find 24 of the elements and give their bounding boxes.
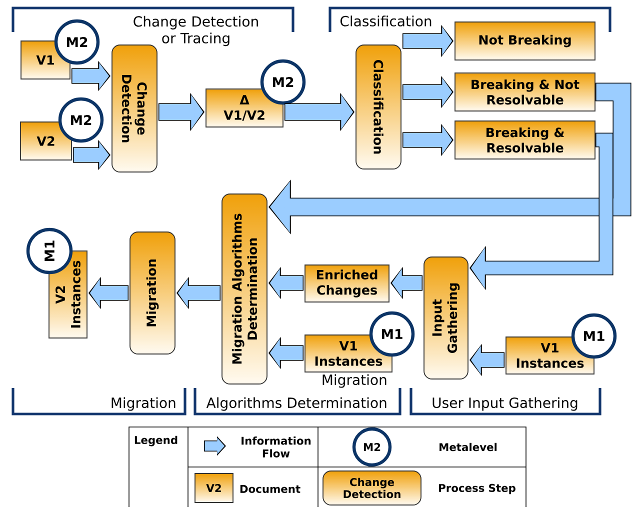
- legend-text: Information Flow: [242, 436, 311, 458]
- legend-text: Document: [240, 485, 300, 493]
- process-step-box: Change Detection: [112, 44, 158, 172]
- document-box: V2: [20, 122, 72, 160]
- document-box: V2: [194, 473, 234, 503]
- document-box: Enriched Changes: [304, 264, 390, 302]
- legend-text: Metalevel: [440, 442, 497, 452]
- document-box: Breaking & Not Resolvable: [454, 72, 596, 112]
- legend-text: Process Step: [439, 484, 516, 494]
- phase-label: Migration: [322, 374, 386, 388]
- phase-label: Migration: [112, 397, 176, 411]
- process-step-box: Input Gathering: [424, 256, 468, 380]
- phase-label: Algorithms Determination: [206, 397, 386, 411]
- process-step-box: Migration: [130, 232, 176, 354]
- phase-label: Classification: [340, 16, 432, 26]
- document-box: Δ V1/V2: [206, 88, 284, 128]
- process-step-box: Migration Algorithms Determination: [222, 194, 268, 384]
- phase-label: User Input Gathering: [432, 397, 578, 411]
- process-step-box: Classification: [356, 44, 402, 170]
- document-box: Not Breaking: [454, 22, 596, 60]
- document-box: Breaking & Resolvable: [454, 120, 596, 160]
- phase-label: Change Detection or Tracing: [134, 16, 258, 46]
- legend-title: Legend: [134, 436, 178, 446]
- process-step-box: Change Detection: [322, 470, 422, 506]
